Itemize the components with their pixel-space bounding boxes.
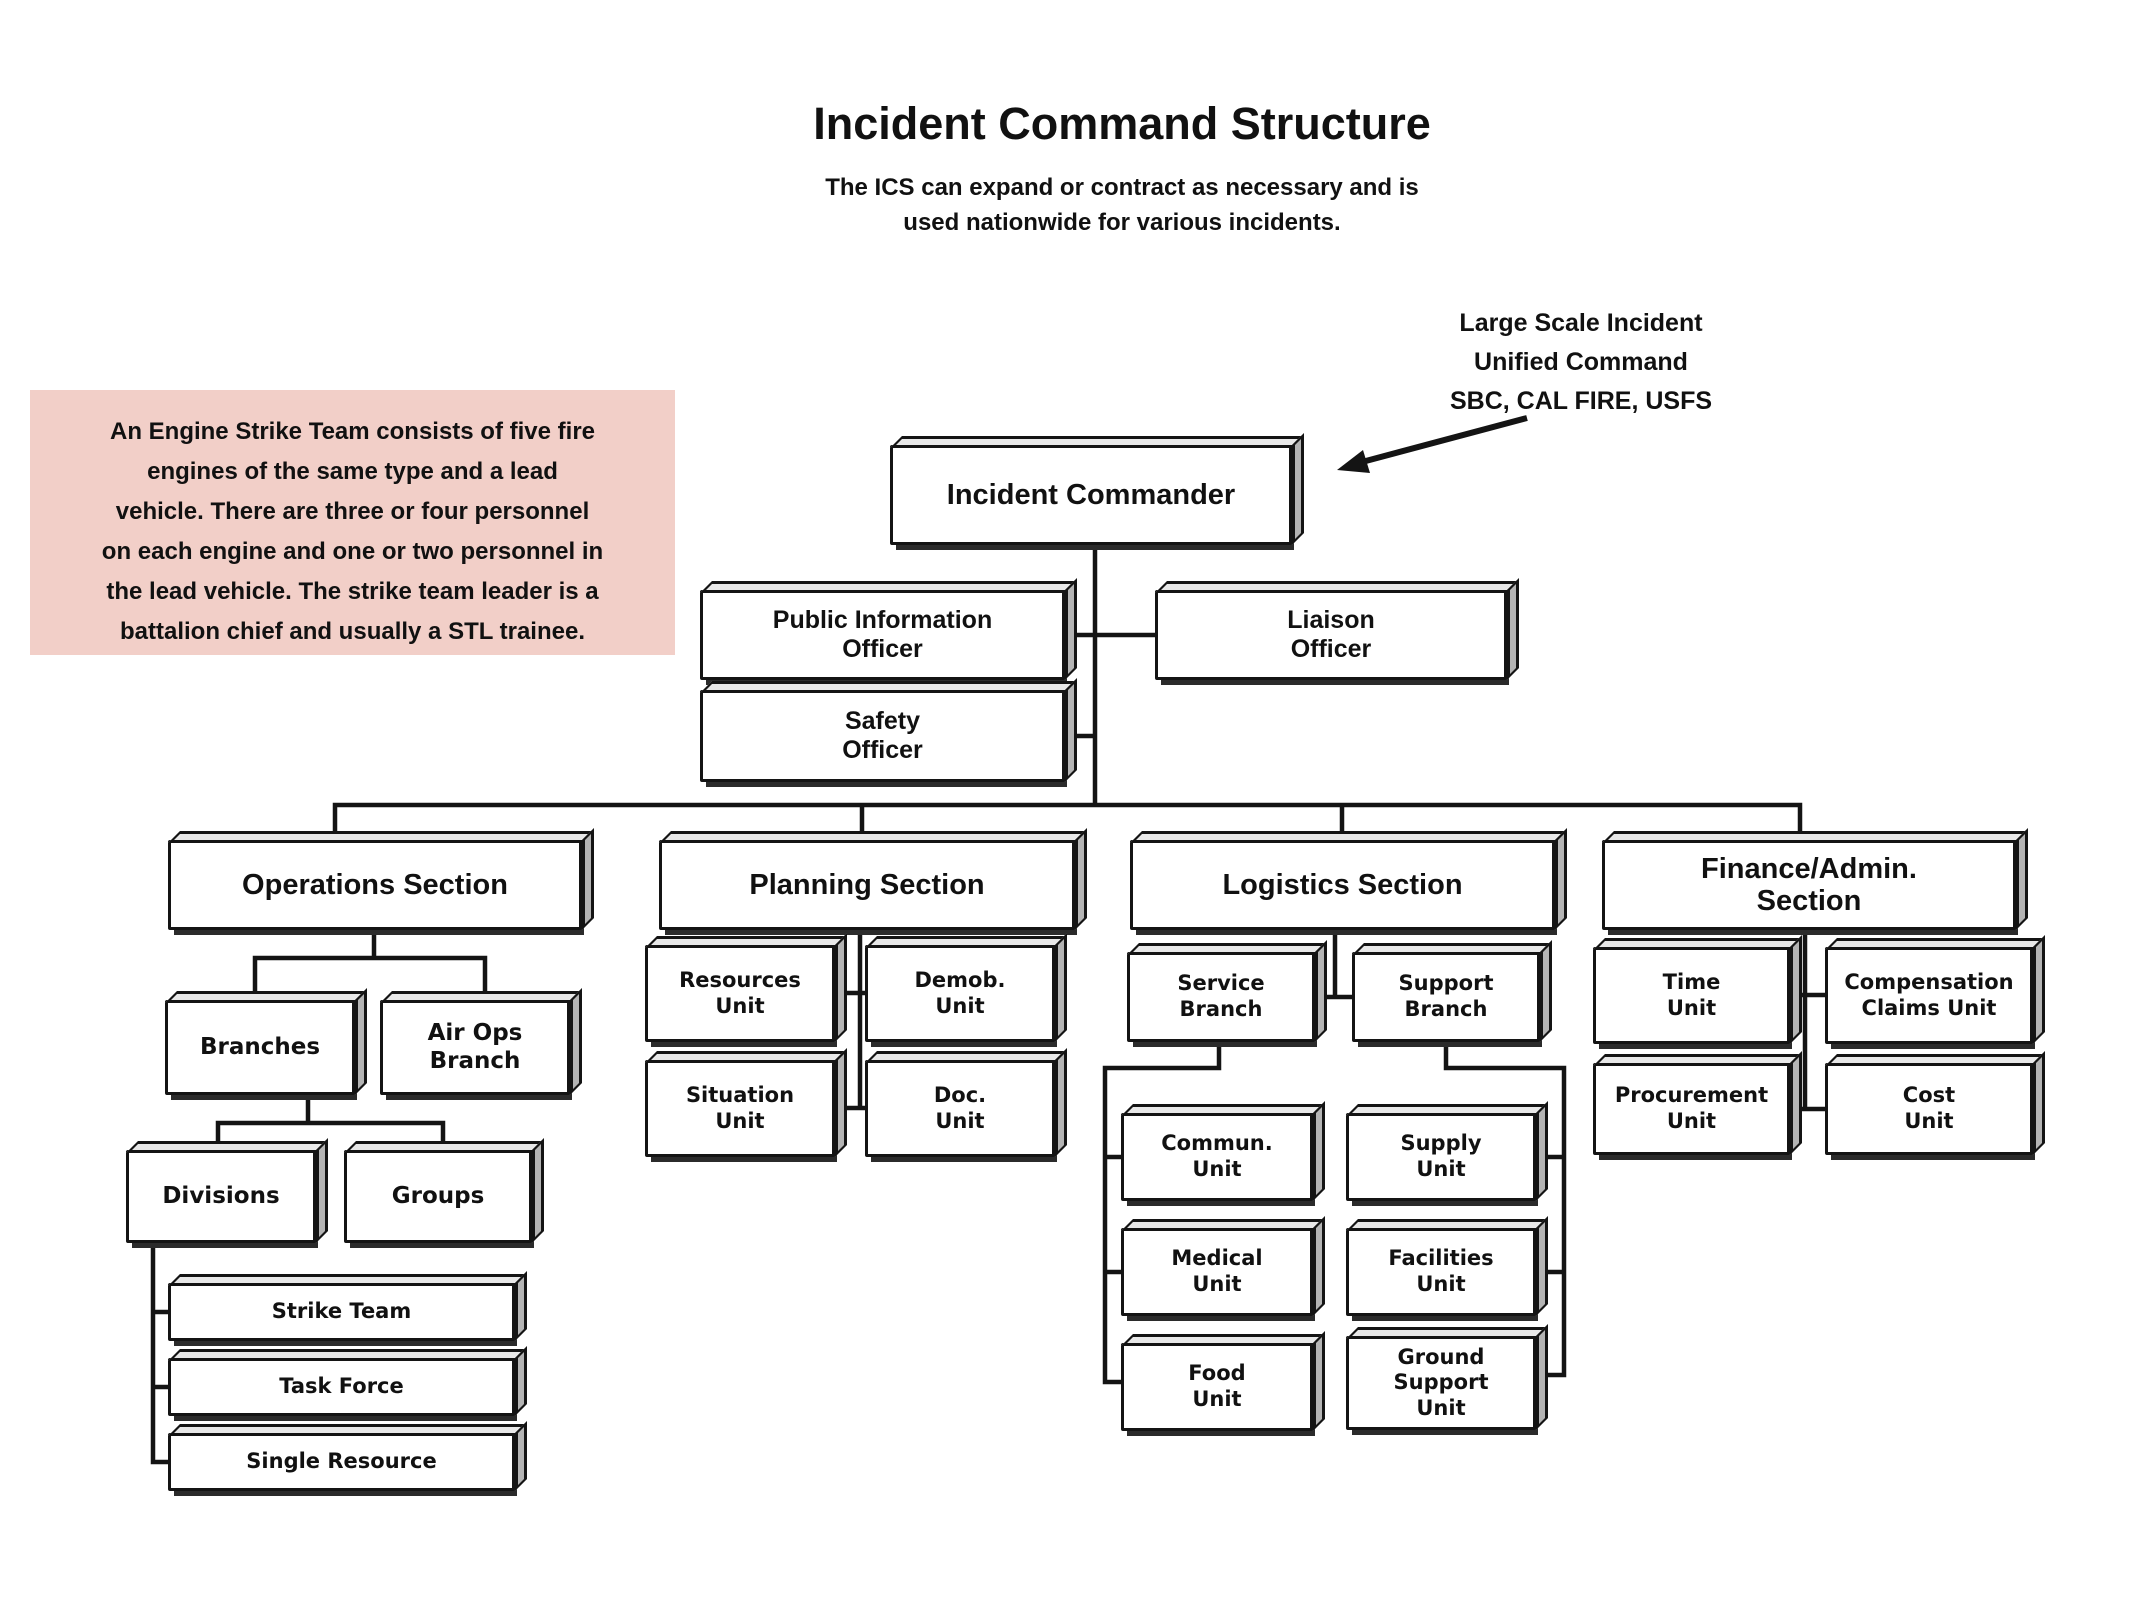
node-divisions: Divisions <box>126 1150 316 1243</box>
subtitle-line-1: The ICS can expand or contract as necess… <box>825 174 1419 201</box>
node-finance-admin-section: Finance/Admin. Section <box>1602 840 2016 930</box>
node-facilities-unit: Facilities Unit <box>1346 1228 1536 1316</box>
node-situation-unit: Situation Unit <box>645 1060 835 1157</box>
node-air-ops-branch: Air Ops Branch <box>380 1000 570 1095</box>
callout-line-1: Large Scale Incident <box>1459 309 1703 337</box>
callout-line-2: Unified Command <box>1474 348 1688 376</box>
node-incident-commander: Incident Commander <box>890 445 1292 545</box>
node-medical-unit: Medical Unit <box>1121 1228 1313 1316</box>
unified-command-callout: Large Scale Incident Unified Command SBC… <box>1381 304 1781 421</box>
node-time-unit: Time Unit <box>1593 947 1790 1044</box>
strike-team-note: An Engine Strike Team consists of five f… <box>30 390 675 655</box>
node-safety-officer: Safety Officer <box>700 690 1065 782</box>
node-supply-unit: Supply Unit <box>1346 1113 1536 1201</box>
node-single-resource: Single Resource <box>168 1433 515 1491</box>
org-connectors <box>150 545 1825 1465</box>
note-line: on each engine and one or two personnel … <box>101 538 604 565</box>
node-strike-team: Strike Team <box>168 1283 515 1341</box>
note-line: battalion chief and usually a STL traine… <box>120 618 585 645</box>
node-service-branch: Service Branch <box>1127 952 1315 1042</box>
node-doc-unit: Doc. Unit <box>865 1060 1055 1157</box>
node-cost-unit: Cost Unit <box>1825 1063 2033 1155</box>
node-demob-unit: Demob. Unit <box>865 945 1055 1042</box>
node-liaison-officer: Liaison Officer <box>1155 590 1507 680</box>
node-food-unit: Food Unit <box>1121 1343 1313 1431</box>
node-support-branch: Support Branch <box>1352 952 1540 1042</box>
note-line: engines of the same type and a lead <box>147 458 558 485</box>
note-line: vehicle. There are three or four personn… <box>115 498 590 525</box>
node-planning-section: Planning Section <box>659 840 1075 930</box>
callout-arrow <box>1337 415 1528 473</box>
node-commun-unit: Commun. Unit <box>1121 1113 1313 1201</box>
page-subtitle: The ICS can expand or contract as necess… <box>542 170 1702 240</box>
node-public-information-officer: Public Information Officer <box>700 590 1065 680</box>
node-branches: Branches <box>165 1000 355 1095</box>
node-groups: Groups <box>344 1150 532 1243</box>
node-procurement-unit: Procurement Unit <box>1593 1063 1790 1155</box>
note-line: An Engine Strike Team consists of five f… <box>109 418 595 445</box>
node-ground-support-unit: Ground Support Unit <box>1346 1336 1536 1430</box>
node-logistics-section: Logistics Section <box>1130 840 1555 930</box>
callout-line-3: SBC, CAL FIRE, USFS <box>1449 387 1713 415</box>
node-operations-section: Operations Section <box>168 840 582 930</box>
node-compensation-claims-unit: Compensation Claims Unit <box>1825 947 2033 1044</box>
subtitle-line-2: used nationwide for various incidents. <box>903 209 1341 236</box>
node-resources-unit: Resources Unit <box>645 945 835 1042</box>
page-title: Incident Command Structure <box>813 98 1431 149</box>
node-task-force: Task Force <box>168 1358 515 1416</box>
note-line: the lead vehicle. The strike team leader… <box>106 578 599 605</box>
